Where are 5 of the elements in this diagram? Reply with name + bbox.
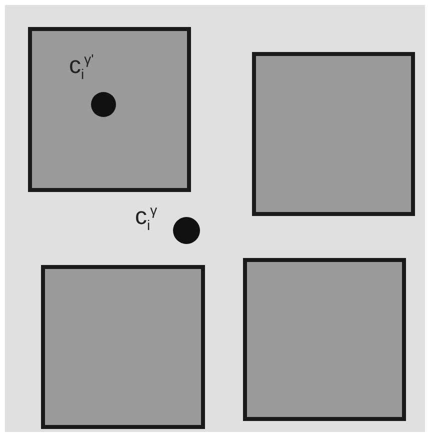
square <box>28 27 191 192</box>
dot <box>91 92 116 117</box>
square <box>243 258 406 421</box>
square <box>252 52 415 216</box>
square <box>41 265 205 429</box>
